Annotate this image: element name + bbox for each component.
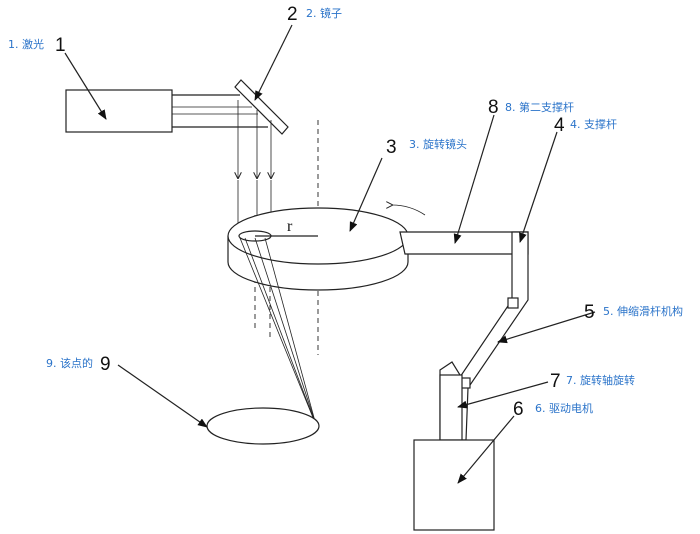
number-4: 4 — [554, 115, 565, 136]
callout-4: 4 4. 支撑杆 — [554, 115, 617, 136]
callout-6: 6 6. 驱动电机 — [513, 399, 593, 420]
label-support-rod: 4. 支撑杆 — [570, 117, 617, 131]
callout-3: 3 3. 旋转镜头 — [386, 137, 467, 158]
laser — [65, 89, 268, 133]
callout-8: 8 8. 第二支撑杆 — [488, 97, 574, 118]
rotating-shaft — [439, 374, 463, 441]
label-spot: 9. 该点的 — [46, 356, 93, 370]
second-support-rod — [399, 231, 529, 255]
label-telescopic-slider: 5. 伸缩滑杆机构 — [603, 304, 683, 318]
label-mirror: 2. 镜子 — [306, 6, 342, 20]
callout-5: 5 5. 伸缩滑杆机构 — [584, 302, 683, 323]
label-rotating-shaft: 7. 旋转轴旋转 — [566, 373, 635, 387]
number-3: 3 — [386, 137, 397, 158]
rotating-lens: r — [227, 205, 426, 291]
radius-symbol: r — [287, 218, 293, 235]
number-2: 2 — [287, 4, 298, 25]
laser-beams — [238, 100, 271, 226]
callout-7: 7 7. 旋转轴旋转 — [550, 371, 635, 392]
number-5: 5 — [584, 302, 595, 323]
label-rotating-lens: 3. 旋转镜头 — [409, 137, 467, 151]
focused-beams — [239, 237, 317, 426]
number-7: 7 — [550, 371, 561, 392]
support-rod — [457, 231, 529, 389]
label-laser: 1. 激光 — [8, 37, 44, 51]
label-drive-motor: 6. 驱动电机 — [535, 401, 593, 415]
laser-spot — [206, 407, 320, 445]
label-second-support-rod: 8. 第二支撑杆 — [505, 100, 574, 114]
mirror — [234, 79, 289, 135]
leader-arrows — [64, 24, 596, 484]
number-1: 1 — [55, 35, 66, 56]
number-6: 6 — [513, 399, 524, 420]
callout-1: 1. 激光 1 — [8, 35, 66, 56]
number-9: 9 — [100, 354, 111, 375]
callout-9: 9. 该点的 9 — [46, 354, 111, 375]
number-8: 8 — [488, 97, 499, 118]
callout-2: 2 2. 镜子 — [287, 4, 342, 25]
